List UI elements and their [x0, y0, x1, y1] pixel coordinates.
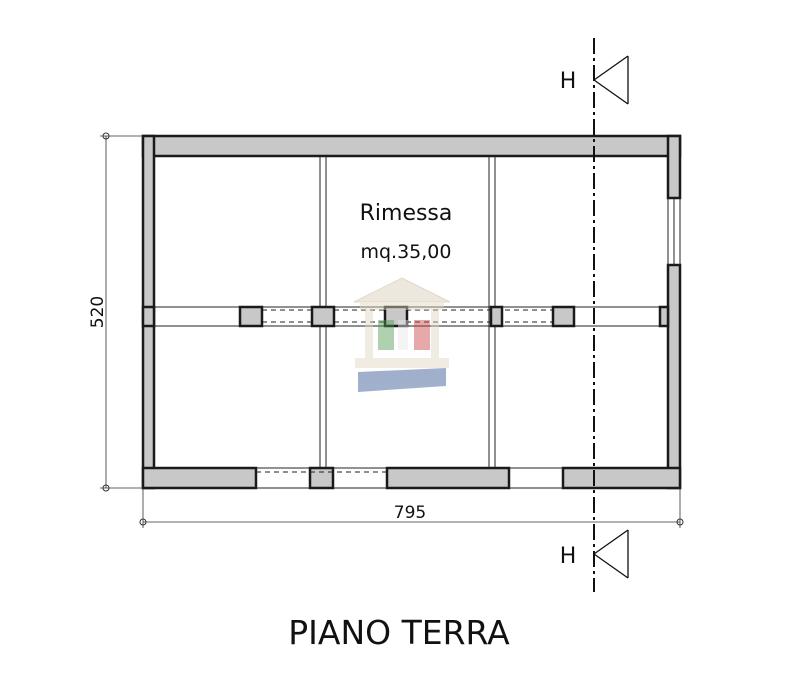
pillar-bottom — [308, 466, 335, 490]
pillar-1 — [238, 305, 264, 328]
wall-right-upper — [666, 134, 682, 200]
section-line: H H — [560, 38, 629, 592]
wall-bottom-1 — [141, 466, 258, 490]
pillar-2 — [310, 305, 336, 328]
dimension-width-label: 795 — [394, 503, 426, 523]
dimension-height: 520 — [88, 132, 143, 492]
wall-right-lower — [666, 263, 682, 490]
floor-title: PIANO TERRA — [288, 613, 510, 652]
pillar-5 — [551, 305, 576, 328]
room-name: Rimessa — [360, 201, 453, 226]
pillar-left-end — [141, 305, 156, 328]
window-right — [667, 198, 681, 265]
section-marker-top: H — [560, 69, 577, 94]
pillar-4 — [489, 305, 504, 328]
dimension-width: 795 — [139, 488, 684, 528]
walls — [141, 134, 682, 490]
central-beam — [141, 305, 670, 328]
section-marker-bottom: H — [560, 544, 577, 569]
wall-bottom-2 — [385, 466, 511, 490]
pillar-right-end — [658, 305, 670, 328]
room-area: mq.35,00 — [360, 241, 451, 263]
wall-bottom-3 — [561, 466, 682, 490]
bottom-openings — [256, 467, 563, 489]
wall-top — [141, 134, 682, 158]
pillar-3 — [383, 305, 409, 328]
dimension-height-label: 520 — [88, 296, 108, 328]
watermark-logo — [353, 277, 451, 392]
